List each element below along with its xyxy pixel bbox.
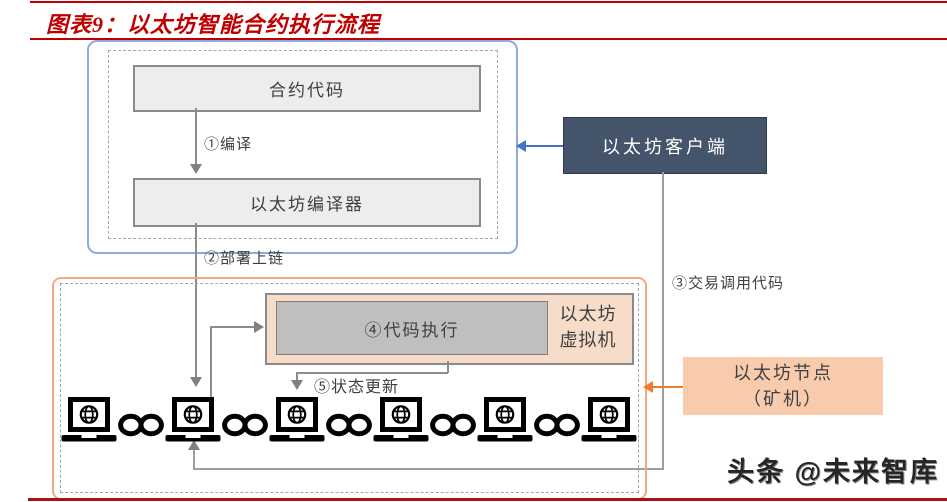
chain-link-icon xyxy=(326,412,372,438)
chain-link-icon xyxy=(430,412,476,438)
figure-title: 图表9：以太坊智能合约执行流程 xyxy=(46,12,381,37)
mining-dashed-box xyxy=(60,283,639,493)
chain-link-icon xyxy=(534,412,580,438)
evm-label-line2: 虚拟机 xyxy=(559,330,617,350)
bottom-rule xyxy=(28,498,947,501)
loop-up-line xyxy=(193,449,195,470)
laptop-globe-icon xyxy=(268,397,326,445)
top-rule xyxy=(30,1,947,3)
exec-arrow-head xyxy=(254,321,264,333)
state-arrow-head xyxy=(291,380,303,390)
compile-arrow-head xyxy=(190,164,202,174)
compile-dashed-box xyxy=(108,50,498,239)
laptop-globe-icon xyxy=(372,397,430,445)
watermark: 头条 @未来智库 xyxy=(727,457,939,487)
evm-label-line1: 以太坊 xyxy=(559,304,617,324)
miner-arrow-line xyxy=(651,386,683,388)
step5-label: ⑤状态更新 xyxy=(314,379,400,396)
chain-link-icon xyxy=(118,412,164,438)
client-to-compile-line xyxy=(524,145,563,147)
exec-arrow-vline xyxy=(210,327,212,397)
deploy-arrow-head xyxy=(190,377,202,387)
client-label: 以太坊客户端 xyxy=(602,136,728,157)
exec-arrow-hline xyxy=(210,326,256,328)
client-to-compile-head xyxy=(516,140,526,152)
loop-up-head xyxy=(188,440,200,450)
step1-label: ①编译 xyxy=(204,136,253,153)
title-underline xyxy=(30,38,947,40)
miner-node-line1: 以太坊节点 xyxy=(733,363,833,383)
step2-label: ②部署上链 xyxy=(204,250,285,267)
laptop-globe-icon xyxy=(164,397,222,445)
state-vline-right xyxy=(447,361,449,373)
code-exec-box: ④代码执行 xyxy=(276,301,548,355)
miner-arrow-head xyxy=(643,381,653,393)
miner-node-box: 以太坊节点 （矿机） xyxy=(683,357,883,415)
compiler-box: 以太坊编译器 xyxy=(133,178,481,227)
step3-label: ③交易调用代码 xyxy=(672,275,785,292)
contract-code-label: 合约代码 xyxy=(269,81,345,100)
client-down-line xyxy=(662,172,664,470)
step4-label: ④代码执行 xyxy=(364,320,460,340)
state-vline-left xyxy=(296,372,298,381)
compiler-label: 以太坊编译器 xyxy=(250,195,364,214)
miner-node-line2: （矿机） xyxy=(743,389,823,409)
laptop-globe-icon xyxy=(60,397,118,445)
evm-label: 以太坊 虚拟机 xyxy=(544,301,632,353)
client-box: 以太坊客户端 xyxy=(563,117,767,174)
state-hline xyxy=(296,372,448,374)
laptop-globe-icon xyxy=(580,397,638,445)
loop-bottom-line xyxy=(193,468,664,470)
contract-code-box: 合约代码 xyxy=(133,65,481,112)
laptop-globe-icon xyxy=(476,397,534,445)
compile-arrow-line xyxy=(195,108,197,166)
deploy-arrow-line xyxy=(195,223,197,378)
chain-link-icon xyxy=(222,412,268,438)
blockchain-node-row xyxy=(60,397,638,445)
